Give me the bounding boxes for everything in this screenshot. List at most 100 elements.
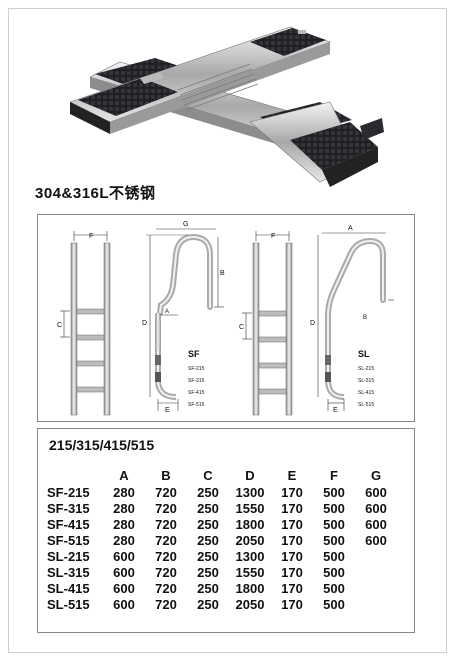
material-heading: 304&316L不锈钢	[35, 185, 156, 202]
sl-front-view	[242, 231, 293, 416]
header-c: C	[203, 468, 213, 483]
cell-g	[355, 549, 397, 565]
cell-a: 280	[113, 485, 135, 500]
cell-f: 500	[323, 501, 345, 516]
row-model: SL-515	[47, 597, 90, 612]
sf-dim-d: D	[142, 320, 147, 327]
cell-f: 500	[323, 565, 345, 580]
cell-a: 280	[113, 501, 135, 516]
cell-b: 720	[155, 501, 177, 516]
cell-b: 720	[155, 565, 177, 580]
row-model: SF-315	[47, 501, 90, 516]
cell-d: 2050	[235, 533, 265, 548]
cell-f: 500	[323, 597, 345, 612]
sf-dim-g: G	[183, 221, 188, 228]
sl-title: SL	[358, 349, 370, 359]
cell-a: 600	[113, 581, 135, 596]
sf-model-1: SF-215	[188, 366, 205, 372]
sf-title: SF	[188, 349, 200, 359]
row-model: SL-415	[47, 581, 90, 596]
cell-e: 170	[281, 485, 303, 500]
cell-d: 1800	[235, 517, 265, 532]
cell-f: 500	[323, 581, 345, 596]
ladder-steps-photo	[60, 22, 390, 200]
row-model: SF-515	[47, 533, 90, 548]
table-row: SL-515 600 720 250 2050 170 500	[47, 597, 397, 613]
sl-model-2: SL-315	[358, 378, 374, 384]
spec-table: A B C D E F G SF-215 280 720 250 1300 17…	[47, 467, 397, 613]
cell-g: 600	[365, 533, 387, 548]
table-row: SL-215 600 720 250 1300 170 500	[47, 549, 397, 565]
sf-dim-e: E	[165, 407, 170, 414]
cell-f: 500	[323, 485, 345, 500]
spec-header-row: A B C D E F G	[47, 467, 397, 485]
cell-c: 250	[197, 549, 219, 564]
cell-a: 600	[113, 597, 135, 612]
cell-d: 1550	[235, 565, 265, 580]
sf-side-view	[146, 228, 224, 411]
table-row: SL-315 600 720 250 1550 170 500	[47, 565, 397, 581]
header-d: D	[245, 468, 255, 483]
cell-e: 170	[281, 517, 303, 532]
dimension-drawing: F C G B A D E SF SF-215 SF-315 S	[37, 214, 415, 422]
cell-c: 250	[197, 597, 219, 612]
sl-dim-e: E	[333, 407, 338, 414]
cell-b: 720	[155, 533, 177, 548]
sl-dim-f: F	[271, 233, 275, 240]
cell-f: 500	[323, 549, 345, 564]
cell-a: 600	[113, 549, 135, 564]
cell-g	[355, 581, 397, 597]
cell-f: 500	[323, 517, 345, 532]
row-model: SF-415	[47, 517, 90, 532]
header-e: E	[287, 468, 297, 483]
sl-dim-a: A	[348, 225, 353, 232]
header-model	[47, 467, 103, 485]
series-title: 215/315/415/515	[49, 437, 155, 453]
table-row: SF-215 280 720 250 1300 170 500 600	[47, 485, 397, 501]
table-row: SF-415 280 720 250 1800 170 500 600	[47, 517, 397, 533]
cell-e: 170	[281, 581, 303, 596]
sf-model-2: SF-315	[188, 378, 205, 384]
header-b: B	[161, 468, 171, 483]
header-g: G	[370, 468, 382, 483]
cell-d: 1300	[235, 549, 265, 564]
cell-g	[355, 565, 397, 581]
sl-dim-d: D	[310, 320, 315, 327]
sf-dim-a: A	[165, 309, 169, 315]
header-f: F	[330, 468, 338, 483]
cell-e: 170	[281, 533, 303, 548]
page-frame	[8, 8, 447, 653]
cell-g: 600	[365, 501, 387, 516]
sf-model-3: SF-415	[188, 390, 205, 396]
sl-dim-b: B	[363, 315, 367, 321]
cell-d: 1800	[235, 581, 265, 596]
cell-f: 500	[323, 533, 345, 548]
cell-g: 600	[365, 517, 387, 532]
cell-g: 600	[365, 485, 387, 500]
cell-e: 170	[281, 549, 303, 564]
cell-b: 720	[155, 581, 177, 596]
cell-b: 720	[155, 485, 177, 500]
sf-front-view	[60, 231, 111, 416]
table-row: SL-415 600 720 250 1800 170 500	[47, 581, 397, 597]
sf-dim-b: B	[220, 270, 225, 277]
sf-dim-f: F	[89, 233, 93, 240]
cell-c: 250	[197, 581, 219, 596]
cell-g	[355, 597, 397, 613]
header-a: A	[119, 468, 129, 483]
sl-model-4: SL-515	[358, 402, 374, 408]
row-model: SL-315	[47, 565, 90, 580]
cell-e: 170	[281, 565, 303, 580]
sl-model-1: SL-215	[358, 366, 374, 372]
row-model: SF-215	[47, 485, 90, 500]
cell-c: 250	[197, 517, 219, 532]
row-model: SL-215	[47, 549, 90, 564]
cell-a: 600	[113, 565, 135, 580]
sl-side-view	[317, 232, 394, 411]
cell-b: 720	[155, 517, 177, 532]
cell-e: 170	[281, 501, 303, 516]
sf-model-4: SF-515	[188, 402, 205, 408]
table-row: SF-515 280 720 250 2050 170 500 600	[47, 533, 397, 549]
cell-b: 720	[155, 549, 177, 564]
cell-a: 280	[113, 517, 135, 532]
